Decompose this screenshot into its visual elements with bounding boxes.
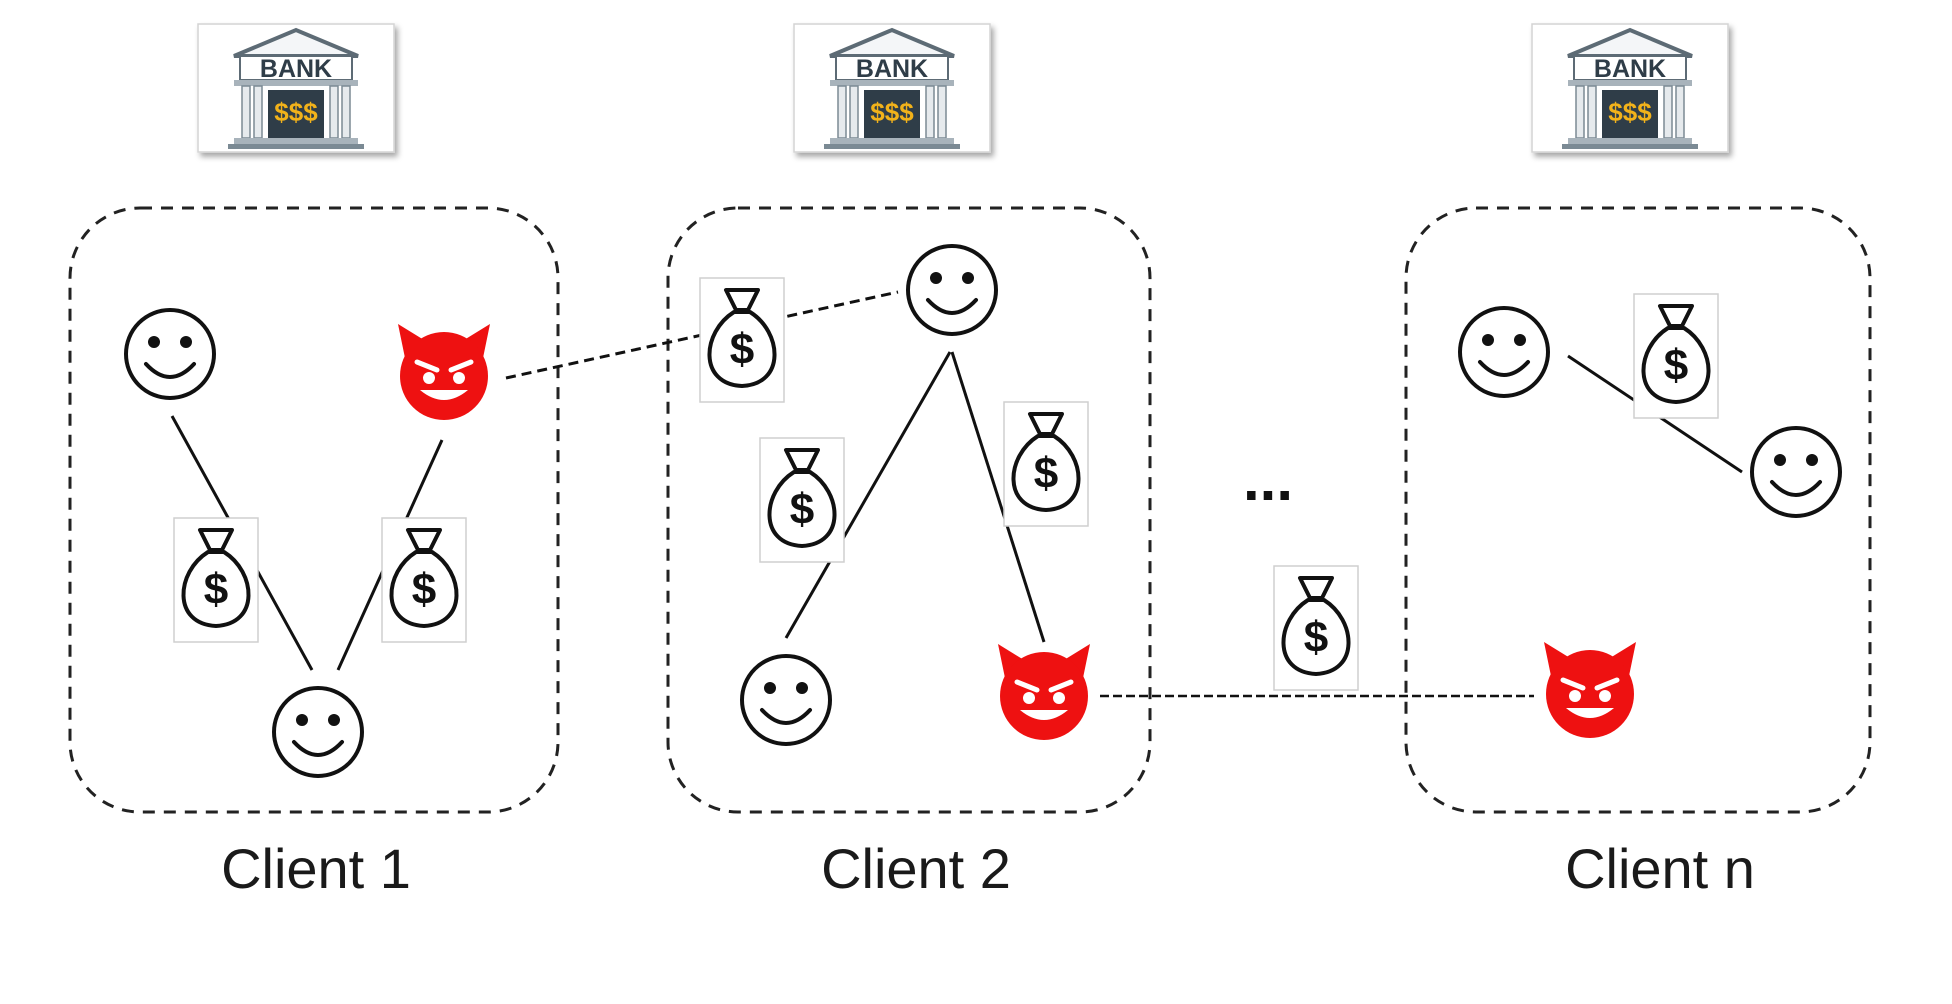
- ellipsis: ...: [1243, 446, 1293, 513]
- smiley-face-icon: [906, 244, 998, 336]
- devil-face-icon: [1544, 642, 1636, 738]
- transaction-edge: [950, 351, 1046, 643]
- smiley-face-icon: [740, 654, 832, 746]
- devil-face-icon: [398, 324, 490, 420]
- money-bag-icon: [1632, 292, 1720, 420]
- bank-icon: [1532, 24, 1728, 152]
- smiley-face-icon: [1458, 306, 1550, 398]
- bank-icon: [794, 24, 990, 152]
- client-1-boundary: [68, 206, 560, 814]
- client-n-label: Client n: [1565, 837, 1755, 900]
- money-bag-icon: [698, 276, 786, 404]
- money-bag-icon: [1272, 564, 1360, 692]
- devil-face-icon: [998, 644, 1090, 740]
- smiley-face-icon: [1750, 426, 1842, 518]
- bank-icon: [198, 24, 394, 152]
- client-2-label: Client 2: [821, 837, 1011, 900]
- money-bag-icon: [172, 516, 260, 644]
- smiley-face-icon: [272, 686, 364, 778]
- money-bag-icon: [380, 516, 468, 644]
- smiley-face-icon: [124, 308, 216, 400]
- money-bag-icon: [758, 436, 846, 564]
- client-1-label: Client 1: [221, 837, 411, 900]
- transaction-edge: [784, 351, 952, 639]
- money-bag-icon: [1002, 400, 1090, 528]
- client-2-boundary: [666, 206, 1152, 814]
